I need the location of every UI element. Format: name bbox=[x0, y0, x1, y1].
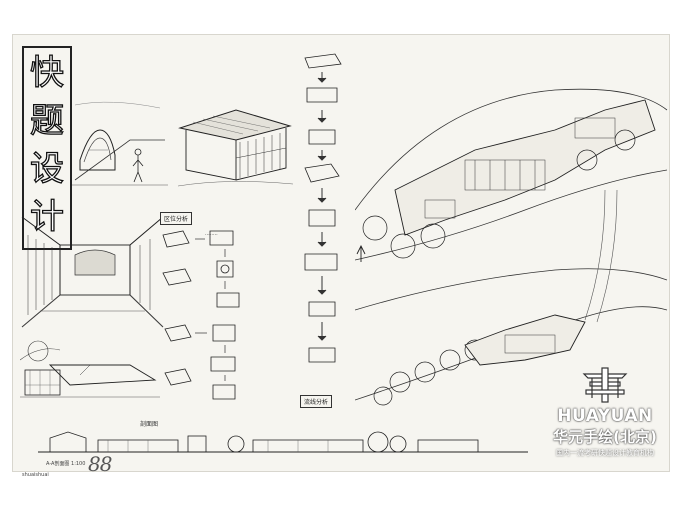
huayuan-logo-icon bbox=[582, 367, 628, 403]
interior-perspective-sketch bbox=[21, 216, 164, 328]
score-mark: 88 bbox=[88, 452, 112, 476]
watermark-brand-en: HUAYUAN bbox=[557, 406, 653, 426]
drawing-sheet bbox=[12, 34, 670, 472]
flow-label: 流线分析 bbox=[300, 395, 333, 408]
scale-note: A-A剖面图 1:100 bbox=[46, 461, 86, 467]
title-char: 题 bbox=[29, 100, 64, 141]
author-name: shuaishuai bbox=[22, 472, 49, 478]
title-char: 设 bbox=[29, 148, 64, 189]
title-char: 计 bbox=[29, 196, 64, 237]
huayuan-watermark: HUAYUAN 华元手绘(北京) 国内一流考研快题设计教育机构 bbox=[540, 364, 670, 464]
watermark-brand-cn: 华元手绘(北京) bbox=[553, 428, 657, 446]
watermark-tagline: 国内一流考研快题设计教育机构 bbox=[556, 449, 654, 457]
waterfront-perspective-sketch bbox=[20, 340, 160, 398]
title-char: 快 bbox=[29, 52, 64, 93]
courtyard-perspective-sketch bbox=[72, 101, 168, 186]
analysis-diagrams bbox=[162, 230, 240, 400]
site-master-plan bbox=[355, 88, 668, 406]
site-section-elevation bbox=[38, 431, 528, 453]
section-label: 剖面图 bbox=[140, 421, 159, 428]
analysis-label: 区位分析 bbox=[160, 212, 193, 225]
title-block: 快 题 设 计 bbox=[22, 46, 72, 250]
design-process-flow bbox=[304, 53, 342, 363]
building-perspective-sketch bbox=[178, 109, 293, 187]
